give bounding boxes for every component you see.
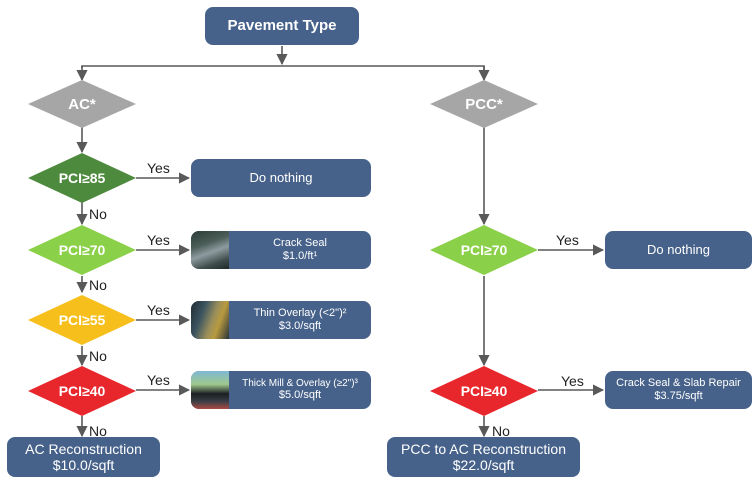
pcc-pci40-no-label: No [492,423,510,439]
thick-overlay-photo [191,371,229,409]
ac-pci55-yes-label: Yes [147,302,170,318]
ac-pci70-diamond [28,225,136,275]
ac-pci40-yes-label: Yes [147,372,170,388]
ac-pci85-diamond [28,153,136,203]
pavement-type-box: Pavement Type [205,7,359,45]
crack-seal-title: Crack Seal [273,237,327,250]
thin-overlay-cost: $3.0/sqft [278,320,322,332]
thin-overlay-box: Thin Overlay (<2")² $3.0/sqft [191,301,371,339]
pcc-pci70-yes-label: Yes [556,232,579,248]
ac-pci70-no-label: No [89,277,107,293]
pavement-type-label: Pavement Type [227,17,337,35]
crack-seal-photo [191,231,229,269]
pcc-to-ac-reconstruction-cost: $22.0/sqft [452,457,515,473]
ac-reconstruction-cost: $10.0/sqft [52,457,115,473]
ac-do-nothing-label: Do nothing [249,169,313,185]
crack-seal-slab-repair-title: Crack Seal & Slab Repair [616,377,741,390]
crack-seal-slab-repair-cost: $3.75/sqft [654,390,703,402]
thin-overlay-title: Thin Overlay (<2")² [253,307,347,320]
pcc-pci40-diamond [430,366,538,416]
pcc-do-nothing-label: Do nothing [647,241,710,257]
ac-pci40-diamond [28,366,136,416]
pcc-pci70-diamond [430,225,538,275]
ac-reconstruction-box: AC Reconstruction $10.0/sqft [7,437,160,477]
pcc-pci70-label: PCI≥70 [460,242,508,258]
ac-do-nothing-box: Do nothing [191,159,371,197]
pcc-to-ac-reconstruction-box: PCC to AC Reconstruction $22.0/sqft [387,437,580,477]
ac-pci85-no-label: No [89,206,107,222]
ac-pci85-label: PCI≥85 [58,170,106,186]
pcc-pci40-yes-label: Yes [561,373,584,389]
split-connector [81,65,485,72]
thin-overlay-photo [191,301,229,339]
ac-pci55-diamond [28,295,136,345]
ac-pci55-no-label: No [89,348,107,364]
ac-pci70-yes-label: Yes [147,232,170,248]
crack-seal-cost: $1.0/ft¹ [282,250,318,262]
pcc-to-ac-reconstruction-title: PCC to AC Reconstruction [401,440,566,457]
crack-seal-slab-repair-box: Crack Seal & Slab Repair $3.75/sqft [605,371,752,409]
thick-overlay-box: Thick Mill & Overlay (≥2")³ $5.0/sqft [191,371,371,409]
ac-reconstruction-title: AC Reconstruction [25,440,142,457]
thick-overlay-cost: $5.0/sqft [278,389,322,402]
ac-pci85-yes-label: Yes [147,160,170,176]
ac-pci55-label: PCI≥55 [58,312,106,328]
ac-branch-diamond [28,80,136,128]
pcc-do-nothing-box: Do nothing [605,231,752,269]
ac-pci40-label: PCI≥40 [58,383,106,399]
ac-pci40-no-label: No [89,423,107,439]
pcc-branch-diamond [430,80,538,128]
ac-branch-label: AC* [68,96,96,113]
pcc-pci40-label: PCI≥40 [460,383,508,399]
thick-overlay-title: Thick Mill & Overlay (≥2")³ [242,377,358,389]
crack-seal-box: Crack Seal $1.0/ft¹ [191,231,371,269]
pcc-branch-label: PCC* [465,96,503,113]
ac-pci70-label: PCI≥70 [58,242,106,258]
